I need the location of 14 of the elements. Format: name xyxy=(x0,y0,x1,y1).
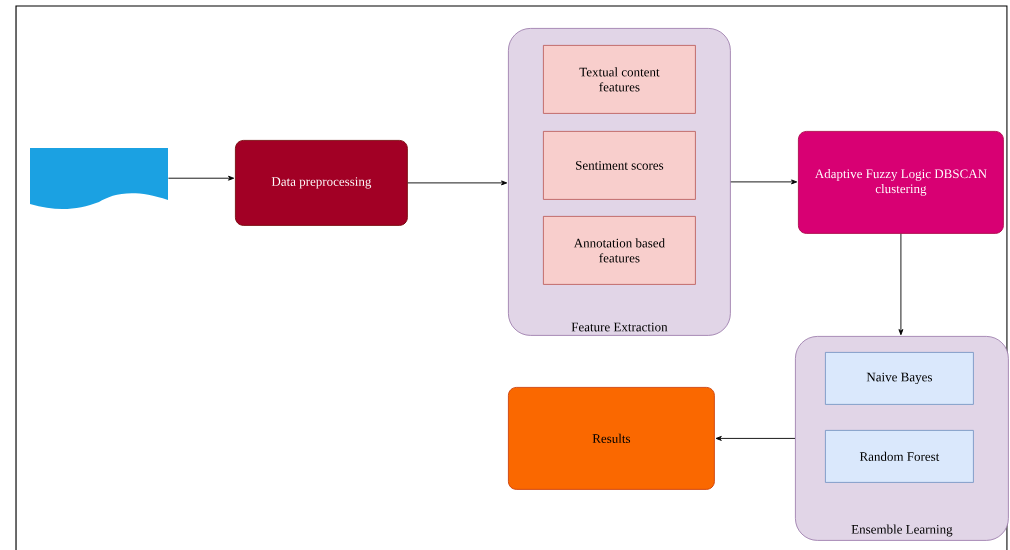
arrow xyxy=(407,180,508,186)
process-box: Adaptive Fuzzy Logic DBSCAN clustering xyxy=(798,131,1004,234)
process-box: Data preprocessing xyxy=(235,140,408,226)
arrow xyxy=(898,233,904,336)
arrow xyxy=(167,175,235,181)
classifier-box: Naive Bayes xyxy=(825,352,974,405)
arrow xyxy=(730,179,798,185)
feature-box: Sentiment scores xyxy=(543,131,696,200)
result-box: Results xyxy=(508,387,715,490)
feature-box: Textual content features xyxy=(543,45,696,114)
document-shape xyxy=(30,148,168,210)
arrow xyxy=(715,435,796,441)
classifier-box: Random Forest xyxy=(825,430,974,483)
feature-box: Annotation based features xyxy=(543,216,696,285)
